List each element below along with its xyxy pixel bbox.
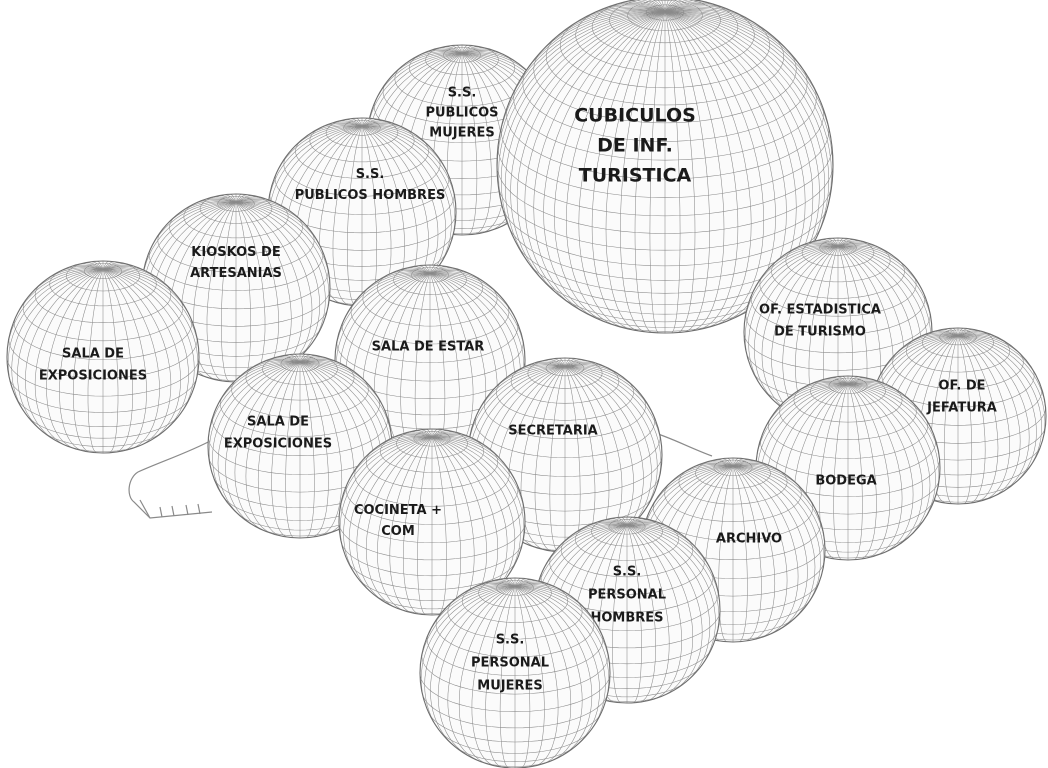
sphere-label-line: OF. DE [938, 379, 985, 394]
site-outline [128, 431, 713, 519]
sphere-outline [6, 260, 200, 454]
sphere-label: COCINETA + COM [354, 503, 442, 539]
site-outline-left [128, 439, 213, 519]
sphere-label-line: EXPOSICIONES [224, 437, 332, 452]
sphere-label: S.S. PERSONAL HOMBRES [588, 565, 666, 626]
sphere-label-line: MUJERES [429, 126, 494, 141]
sphere-label-line: SALA DE ESTAR [372, 340, 485, 355]
sphere-mesh [339, 429, 525, 615]
sphere-cocineta-com: COCINETA + COM [338, 428, 526, 616]
sphere-label-line: KIOSKOS DE [191, 245, 280, 260]
sphere-outline [496, 0, 834, 334]
sphere-mesh [756, 376, 940, 560]
sphere-label-line: PUBLICOS HOMBRES [295, 188, 446, 203]
sphere-label: CUBICULOS DE INF. TURISTICA [574, 105, 696, 187]
sphere-label: S.S. PUBLICOS MUJERES [425, 86, 498, 141]
sphere-label-line: TURISTICA [579, 165, 692, 187]
sphere-label-line: OF. ESTADISTICA [759, 303, 881, 318]
sphere-label-line: S.S. [356, 167, 385, 182]
sphere-label-line: MUJERES [477, 679, 542, 694]
sphere-label-line: S.S. [448, 86, 477, 101]
sphere-label-line: CUBICULOS [574, 105, 696, 127]
sphere-label: SALA DE EXPOSICIONES [39, 347, 147, 384]
sphere-label-line: EXPOSICIONES [39, 369, 147, 384]
sphere-label-line: BODEGA [815, 474, 876, 489]
sphere-label-line: SALA DE [62, 347, 124, 362]
sphere-mesh [420, 578, 610, 768]
sphere-label: BODEGA [815, 474, 876, 489]
sphere-outline [338, 428, 526, 616]
site-outline-left-edge [139, 499, 201, 519]
sphere-label: S.S. PERSONAL MUJERES [471, 633, 549, 694]
sphere-label: SALA DE ESTAR [372, 340, 485, 355]
sphere-label-line: ARCHIVO [716, 532, 782, 547]
sphere-label-line: PERSONAL [588, 588, 666, 603]
sphere-label-line: SECRETARIA [508, 424, 598, 439]
sphere-label: OF. ESTADISTICA DE TURISMO [759, 303, 881, 340]
sphere-label-line: SALA DE [247, 415, 309, 430]
sphere-sala-exposiciones-1: SALA DE EXPOSICIONES [6, 260, 200, 454]
sphere-mesh [7, 261, 199, 453]
sphere-ss-personal-mujeres: S.S. PERSONAL MUJERES [419, 577, 611, 768]
sphere-label: S.S. PUBLICOS HOMBRES [295, 167, 446, 203]
sphere-label-line: S.S. [613, 565, 642, 580]
sphere-label: SECRETARIA [508, 424, 598, 439]
sphere-label: OF. DE JEFATURA [926, 379, 997, 416]
sphere-label: KIOSKOS DE ARTESANIAS [190, 245, 282, 281]
sphere-label-line: DE TURISMO [774, 325, 866, 340]
sphere-label: SALA DE EXPOSICIONES [224, 415, 332, 452]
sphere-mesh [497, 0, 833, 333]
sphere-label-line: COCINETA + [354, 503, 442, 518]
spheres-layer: S.S. PUBLICOS MUJERES CUBICULOS DE INF. TURIS… [6, 0, 1047, 768]
sphere-label-line: JEFATURA [926, 401, 997, 416]
sphere-label-line: ARTESANIAS [190, 266, 282, 281]
sphere-label: ARCHIVO [716, 532, 782, 547]
sphere-label-line: S.S. [496, 633, 525, 648]
sphere-label-line: HOMBRES [590, 611, 663, 626]
sphere-label-line: DE INF. [597, 135, 673, 157]
sphere-label-line: PERSONAL [471, 656, 549, 671]
sphere-label-line: PUBLICOS [425, 106, 498, 121]
sphere-label-line: COM [381, 524, 415, 539]
sphere-cubiculos-inf-turistica: CUBICULOS DE INF. TURISTICA [496, 0, 834, 334]
sphere-outline [419, 577, 611, 768]
